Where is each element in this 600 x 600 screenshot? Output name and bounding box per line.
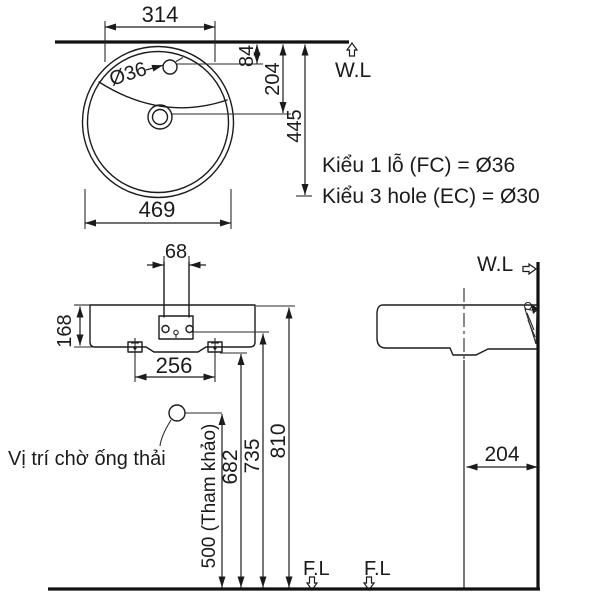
drain-outer-circle	[147, 104, 173, 130]
dim-500-label: 500 (Tham khảo)	[199, 424, 220, 569]
waste-position-circle	[168, 404, 186, 422]
dim-68-label: 68	[165, 241, 187, 263]
wl-arrow-icon-side	[522, 262, 538, 276]
dim-204-label: 204	[262, 62, 284, 95]
wl-arrow-icon	[345, 41, 359, 57]
faucet-hole	[162, 59, 178, 75]
bracket-wedge-tip	[531, 304, 539, 314]
bolt-right-dot	[213, 346, 217, 350]
dim-735-label: 735	[241, 438, 264, 473]
faucet-leader-line	[145, 64, 164, 72]
bracket-hatch	[526, 312, 535, 331]
wl-label-side: W.L	[477, 253, 513, 276]
bracket-keyhole	[173, 329, 179, 336]
fl-label-front: F.L	[303, 558, 330, 580]
top-view: W.L Ø36 314 84 204 445 469	[55, 2, 371, 229]
side-view: W.L 204 F.L	[362, 253, 540, 592]
sink-inner-rim	[86, 50, 230, 194]
sink-outer-rim	[81, 45, 235, 199]
sink-side-outline	[376, 304, 538, 356]
front-view: 68 168 256 Vị trí chờ ống thải	[8, 241, 330, 592]
dim-314-label: 314	[142, 2, 179, 27]
fl-label-side: F.L	[364, 558, 391, 580]
basin-edge-arc	[98, 81, 228, 109]
faucet-dia-label: Ø36	[107, 58, 150, 91]
waste-leader-line	[159, 419, 172, 447]
fl-arrow-icon-side	[362, 576, 376, 592]
dim-810-label: 810	[267, 423, 290, 458]
bolt-left-dot	[133, 346, 137, 350]
bracket-hole-left	[161, 324, 170, 334]
bracket-hook	[523, 301, 533, 311]
bracket-hatch	[527, 319, 536, 338]
sink-front-outline	[89, 304, 256, 353]
dim-469-label: 469	[139, 197, 176, 222]
spec-note-line1: Kiểu 1 lỗ (FC) = Ø36	[322, 154, 515, 177]
faucet-leader-tail	[175, 57, 184, 62]
fl-arrow-icon	[305, 576, 319, 592]
drain-inner-circle	[151, 108, 169, 126]
dim-445-label: 445	[284, 109, 306, 142]
spec-notes: Kiểu 1 lỗ (FC) = Ø36 Kiểu 3 hole (EC) = …	[322, 154, 540, 208]
dim-256-label: 256	[156, 353, 193, 378]
dim-204-side-label: 204	[484, 443, 519, 466]
dim-168-label: 168	[54, 314, 76, 347]
dim-682-label: 682	[219, 449, 242, 484]
dim-84-label: 84	[236, 45, 258, 67]
spec-note-line2: Kiểu 3 hole (EC) = Ø30	[322, 185, 540, 208]
wl-label: W.L	[335, 59, 371, 82]
waste-note-label: Vị trí chờ ống thải	[8, 448, 166, 470]
bracket-hole-right	[185, 324, 194, 334]
